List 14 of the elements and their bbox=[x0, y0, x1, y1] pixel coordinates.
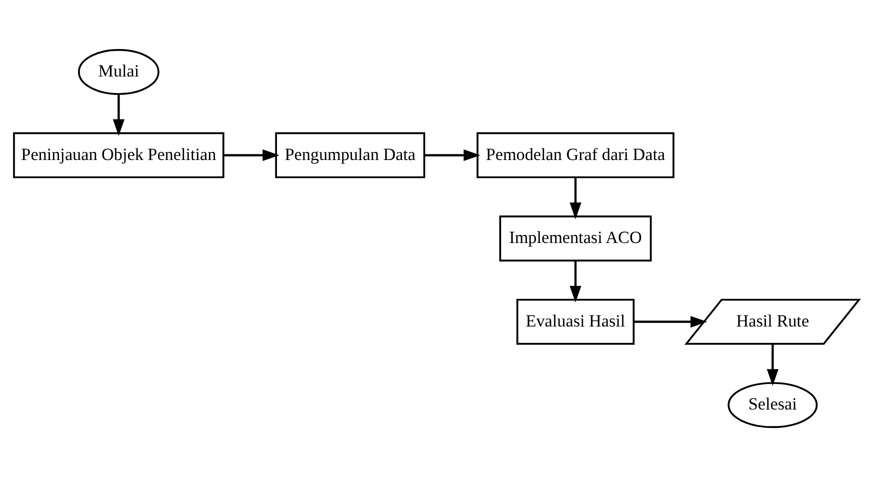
arrow bbox=[424, 149, 480, 162]
arrow bbox=[224, 149, 280, 162]
arrow bbox=[766, 344, 778, 386]
arrow bbox=[570, 260, 582, 303]
node-ellipse: Mulai bbox=[78, 48, 160, 95]
arrow bbox=[570, 178, 582, 220]
node-box: Pengumpulan Data bbox=[275, 132, 426, 178]
node-box: Evaluasi Hasil bbox=[516, 298, 635, 345]
node-box: Peninjauan Objek Penelitian bbox=[13, 132, 224, 178]
node-ellipse: Selesai bbox=[728, 382, 818, 428]
node-box: Pemodelan Graf dari Data bbox=[476, 132, 674, 178]
node-box: Implementasi ACO bbox=[499, 216, 652, 262]
arrow bbox=[634, 316, 708, 328]
arrow bbox=[112, 94, 125, 136]
